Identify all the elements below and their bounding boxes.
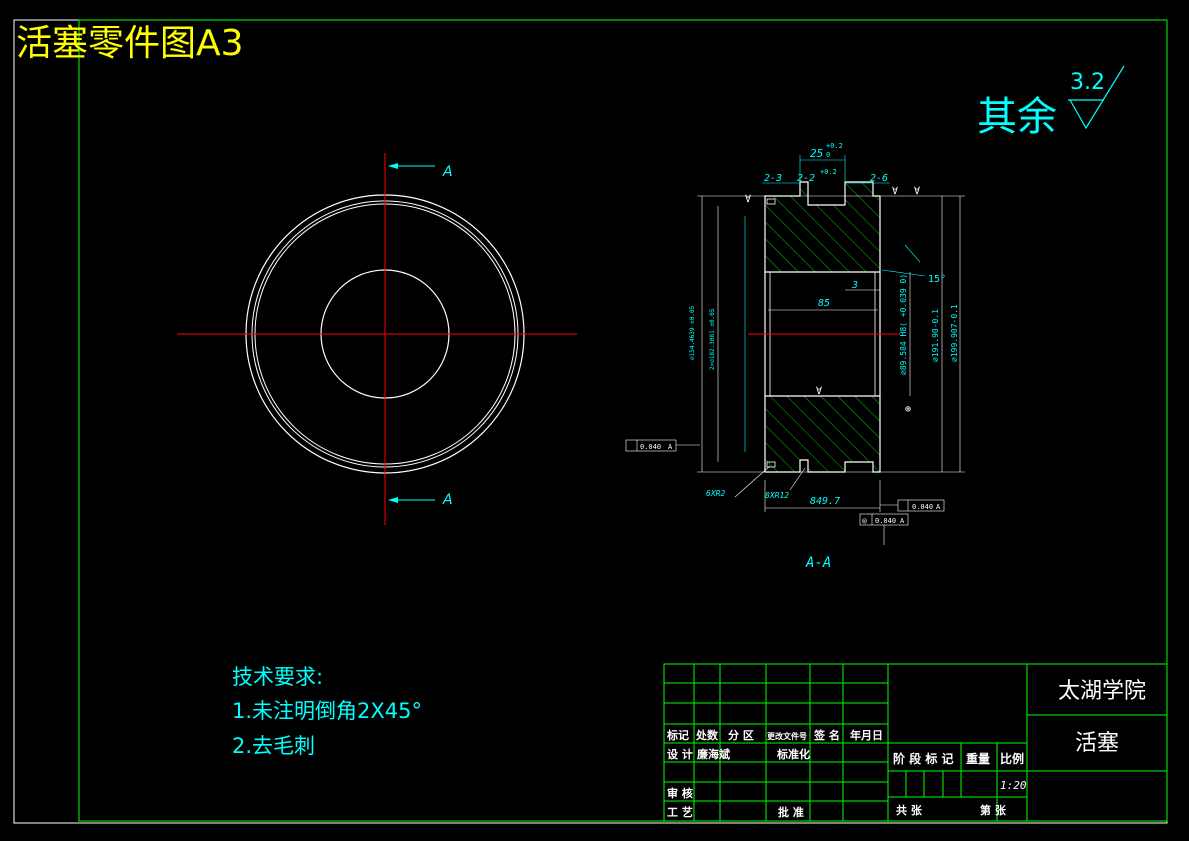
roughness-check-icon: [1069, 65, 1125, 130]
header-sign: 签 名: [813, 728, 840, 742]
section-marker-top: A: [442, 164, 453, 180]
scale-value: 1:20: [1000, 779, 1027, 792]
arrow-icon: [388, 163, 398, 169]
dim-groove-tol-bottom: 0: [826, 151, 830, 159]
outer-frame: [13, 19, 1168, 824]
header-doc: 更改文件号: [767, 731, 807, 741]
dim-2-2: 2-2: [797, 173, 815, 184]
roughness-mark-icon: ∀: [892, 186, 898, 197]
title-block-text: 太湖学院 活塞 1:20 标记 处数 分 区 更改文件号 签 名 年月日 设 计…: [666, 679, 1146, 819]
tech-item-2: 2.去毛刺: [232, 734, 315, 758]
header-design: 设 计: [667, 747, 693, 761]
tol-left-datum: A: [668, 443, 673, 451]
tol-right-value: 0.040: [912, 503, 933, 511]
datum-mark-icon: ⊕: [905, 404, 911, 415]
arrow-icon: [388, 497, 398, 503]
chamfer-2: 8XR12: [765, 491, 789, 500]
hatched-area-bottom: [764, 395, 881, 473]
dim-bore-dia: ⌀89.584 H8( +0.039 0): [899, 274, 908, 375]
roughness-value: 3.2: [1070, 70, 1105, 95]
tolerance-frame-right: 0.040 A: [880, 499, 945, 512]
dim-dia-199: ⌀199.907-0.1: [950, 304, 959, 362]
dim-85: 85: [818, 298, 830, 309]
part-name: 活塞: [1075, 731, 1119, 756]
roughness-mark-icon: ∀: [914, 186, 920, 197]
header-standard: 标准化: [776, 747, 810, 761]
hatched-area-top: [764, 181, 881, 273]
section-title: A-A: [805, 555, 831, 571]
drawing-title: 活塞零件图A3: [16, 23, 244, 64]
dim-width-total: 849.7: [810, 496, 840, 507]
roughness-symbol: 其余 3.2: [977, 65, 1125, 140]
school-name: 太湖学院: [1058, 679, 1146, 704]
position-value: 0.040: [875, 517, 896, 525]
dim-3: 3: [851, 280, 858, 291]
header-scale: 比例: [1000, 751, 1024, 766]
header-count: 处数: [695, 728, 719, 742]
dim-2-2-tol: +0.2: [820, 168, 837, 176]
dim-left-1: ⌀154.4639 ±0.05: [689, 305, 696, 360]
dim-2-6: 2-6: [870, 173, 888, 184]
dim-dia-191: ⌀191.90-0.1: [931, 309, 940, 362]
tolerance-frame-left: 0.040 A: [625, 439, 700, 452]
roughness-note: 其余: [977, 94, 1057, 140]
tol-left-value: 0.040: [640, 443, 661, 451]
chamfer-1: 6XR2: [706, 489, 725, 498]
header-stage: 阶 段 标 记: [893, 751, 954, 766]
tol-right-datum: A: [936, 503, 941, 511]
title-block: [663, 663, 1168, 822]
header-weight: 重量: [966, 751, 990, 766]
header-date: 年月日: [850, 728, 883, 742]
section-marker-bottom: A: [442, 492, 453, 508]
header-sheet: 第 张: [980, 803, 1007, 817]
dim-2-3: 2-3: [764, 173, 782, 184]
position-icon: ◎: [862, 516, 867, 525]
tech-heading: 技术要求:: [232, 665, 323, 689]
dim-groove-width: 25: [810, 147, 823, 160]
header-zone: 分 区: [728, 728, 754, 742]
position-datum: A: [900, 517, 905, 525]
dim-left-2: 2×⌀182.3081 ±0.05: [709, 308, 716, 370]
header-approve: 批 准: [778, 805, 804, 819]
designer-name: 廉海斌: [697, 747, 730, 761]
position-frame: ◎ 0.040 A: [859, 513, 909, 545]
front-view: A A: [177, 153, 577, 525]
section-view: 25 +0.2 0 2-3 2-2 +0.2 2-6 ∀ ∀ ∀ ∀ ⌀154.…: [625, 142, 965, 571]
inner-frame: [78, 19, 1168, 822]
header-total: 共 张: [896, 803, 923, 817]
header-review: 审 核: [667, 786, 693, 800]
dim-groove-tol-top: +0.2: [826, 142, 843, 150]
tech-item-1: 1.未注明倒角2X45°: [232, 699, 422, 723]
roughness-mark-icon: ∀: [816, 386, 822, 397]
roughness-mark-icon: ∀: [745, 194, 751, 205]
dim-angle-15: 15°: [928, 274, 946, 285]
header-mark: 标记: [666, 728, 689, 742]
header-process: 工 艺: [667, 805, 693, 819]
tech-requirements: 技术要求: 1.未注明倒角2X45° 2.去毛刺: [232, 665, 422, 758]
